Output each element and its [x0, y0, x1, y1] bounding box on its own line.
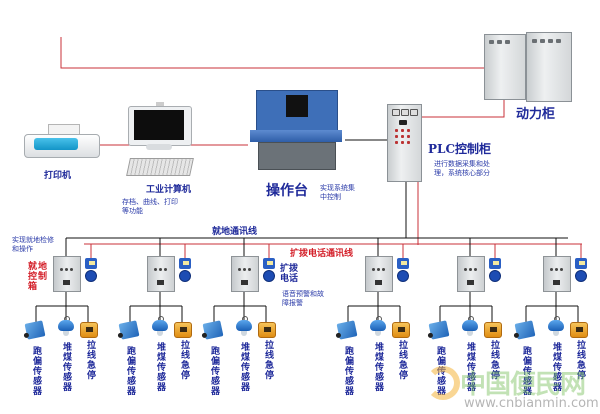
industrial-pc-desc: 存档、曲线、打印等功能: [122, 198, 178, 215]
phone-label: 扩拨电话: [280, 264, 299, 284]
field-control-box: [231, 256, 259, 292]
field-control-box-label: 就地控制箱: [28, 262, 49, 292]
field-control-box: [53, 256, 81, 292]
operator-console-desc: 实现系统集中控制: [320, 184, 355, 201]
operator-console: [250, 90, 342, 180]
sensor-label: 拉线急停: [575, 340, 585, 380]
plc-cabinet: [387, 104, 422, 182]
sensor-label: 拉线急停: [263, 340, 273, 380]
explosion-proof-phone: [84, 258, 98, 284]
power-cabinet-right: [526, 32, 572, 102]
plc-cabinet-label: PLC控制柜: [428, 142, 492, 156]
explosion-proof-phone: [396, 258, 410, 284]
field-control-box: [543, 256, 571, 292]
sensor-label: 拉线急停: [85, 340, 95, 380]
coal-pile-sensor: [236, 316, 252, 336]
sensor-label: 拉线急停: [489, 340, 499, 380]
watermark-brand: 中国便民网: [460, 370, 586, 400]
sensor-label: 堆煤传感器: [155, 342, 165, 392]
field-control-box: [365, 256, 393, 292]
industrial-pc-label: 工业计算机: [146, 185, 192, 195]
watermark-url: www.cnbianmin.com: [464, 396, 599, 411]
printer-label: 打印机: [44, 171, 72, 181]
plc-cabinet-desc: 进行数据采集和处理，系统核心部分: [434, 160, 490, 177]
sensor-label: 跑偏传感器: [125, 346, 135, 396]
explosion-proof-phone: [488, 258, 502, 284]
field-control-box: [147, 256, 175, 292]
sensor-label: 拉线急停: [179, 340, 189, 380]
watermark: 中国便民网 www.cnbianmin.com: [420, 360, 600, 414]
printer: [20, 122, 100, 162]
power-line-plc: [420, 95, 505, 118]
power-cabinet: [484, 32, 572, 102]
explosion-proof-phone: [262, 258, 276, 284]
coal-pile-sensor: [58, 316, 74, 336]
phone-bus-label: 扩拨电话通讯线: [290, 249, 354, 259]
power-cabinet-left: [484, 34, 526, 100]
coal-pile-sensor: [462, 316, 478, 336]
sensor-label: 堆煤传感器: [239, 342, 249, 392]
coal-pile-sensor: [370, 316, 386, 336]
sensor-label: 跑偏传感器: [343, 346, 353, 396]
sensor-label: 堆煤传感器: [465, 342, 475, 392]
field-bus-label: 就地通讯线: [212, 227, 258, 237]
explosion-proof-phone: [178, 258, 192, 284]
power-cabinet-label: 动力柜: [516, 107, 556, 122]
pull-cord-switch: [570, 322, 588, 338]
sensor-label: 跑偏传感器: [31, 346, 41, 396]
coal-pile-sensor: [548, 316, 564, 336]
sensor-label: 堆煤传感器: [551, 342, 561, 392]
pull-cord-switch: [392, 322, 410, 338]
pull-cord-switch: [174, 322, 192, 338]
field-control-box: [457, 256, 485, 292]
sensor-label: 堆煤传感器: [373, 342, 383, 392]
industrial-pc: [124, 102, 198, 182]
sensor-label: 堆煤传感器: [61, 342, 71, 392]
phone-desc: 语音预警和故障报警: [282, 290, 324, 307]
pull-cord-switch: [484, 322, 502, 338]
sensor-label: 跑偏传感器: [209, 346, 219, 396]
coal-pile-sensor: [152, 316, 168, 336]
field-station-note: 实现就地检修和操作: [12, 236, 54, 253]
power-line-top: [60, 37, 515, 69]
pull-cord-switch: [80, 322, 98, 338]
sensor-label: 跑偏传感器: [521, 346, 531, 396]
sensor-label: 拉线急停: [397, 340, 407, 380]
watermark-logo-icon: [426, 366, 460, 400]
explosion-proof-phone: [574, 258, 588, 284]
operator-console-label: 操作台: [266, 183, 308, 199]
pull-cord-switch: [258, 322, 276, 338]
